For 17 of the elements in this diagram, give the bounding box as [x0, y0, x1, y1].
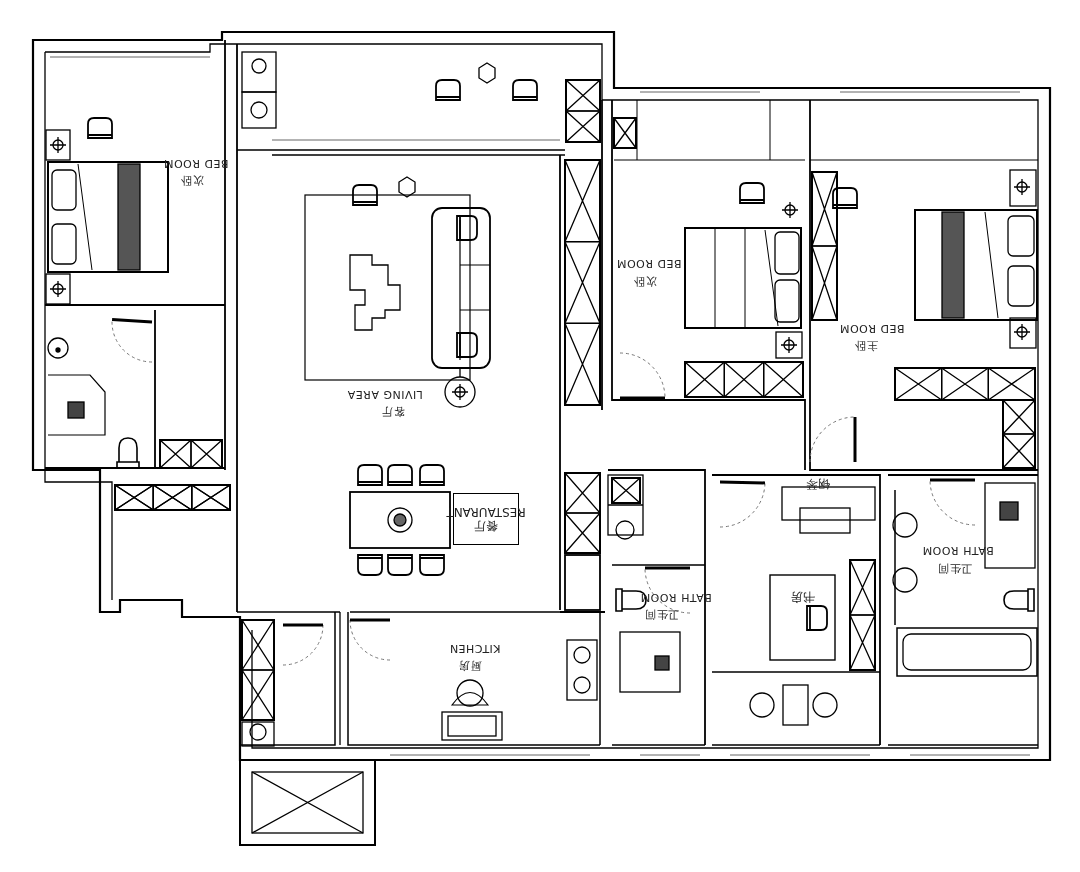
room-label: 次卧: [633, 275, 657, 287]
room-label: BED ROOM: [839, 322, 905, 334]
room-label: 次卧: [180, 174, 204, 186]
room-label: 客厅: [381, 405, 405, 417]
room-label: BED ROOM: [163, 157, 229, 169]
room-label: 主卧: [854, 339, 878, 351]
room-label: 卫生间: [644, 608, 680, 620]
room-label: 钢琴: [805, 477, 830, 491]
room-label: BATH ROOM: [922, 544, 994, 556]
room-label: 卫生间: [937, 562, 973, 574]
room-label: LIVING AREA: [347, 388, 423, 400]
room-label: BED ROOM: [616, 257, 682, 269]
room-label: 厨房: [458, 659, 482, 671]
room-label: 书房: [790, 590, 815, 604]
room-label: KITCHEN: [449, 642, 501, 654]
room-label: BATH ROOM: [640, 591, 712, 603]
room-label: 餐厅: [474, 519, 498, 533]
